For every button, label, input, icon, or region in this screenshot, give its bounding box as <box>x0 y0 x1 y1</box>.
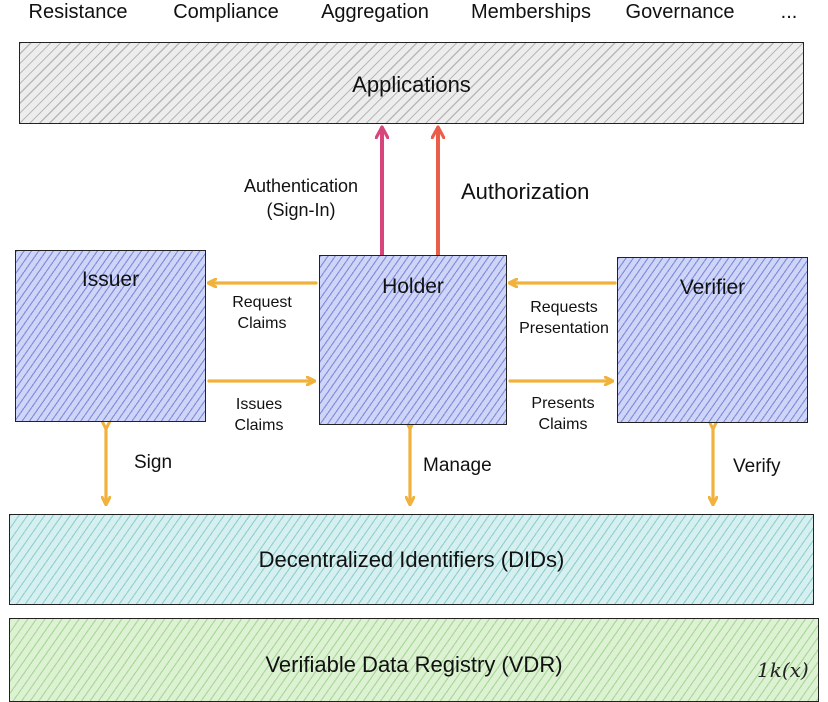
applications-title: Applications <box>352 72 471 97</box>
requests-presentation-label: Requests Presentation <box>509 297 619 339</box>
issuer-box: Issuer <box>15 250 206 422</box>
issues-claims-label: Issues Claims <box>209 394 309 436</box>
verifier-title: Verifier <box>679 276 746 299</box>
vdr-title: Verifiable Data Registry (VDR) <box>265 652 563 677</box>
top-label-memberships: Memberships <box>470 1 592 23</box>
manage-label: Manage <box>423 455 492 476</box>
applications-layer: Applications <box>19 42 804 124</box>
issues-claims-line2: Claims <box>234 417 284 434</box>
top-label-aggregation: Aggregation <box>321 1 429 23</box>
top-label-ellipsis: ... <box>780 1 798 23</box>
request-claims-line1: Request <box>232 294 292 311</box>
sign-in-text: (Sign-In) <box>266 200 336 220</box>
request-claims-label: Request Claims <box>212 292 312 334</box>
issuer-title: Issuer <box>81 268 140 291</box>
request-claims-line2: Claims <box>237 315 287 332</box>
dids-layer: Decentralized Identifiers (DIDs) <box>9 514 814 605</box>
requests-presentation-line1: Requests <box>530 299 598 316</box>
authorization-label: Authorization <box>461 179 590 204</box>
holder-title: Holder <box>382 275 444 298</box>
holder-box: Holder <box>319 255 507 425</box>
verify-label: Verify <box>733 456 781 477</box>
watermark-logo: 1k(x) <box>757 658 809 682</box>
presents-claims-label: Presents Claims <box>513 393 613 435</box>
sign-label: Sign <box>134 452 173 473</box>
presents-claims-line2: Claims <box>538 416 588 433</box>
top-label-governance: Governance <box>625 1 735 23</box>
authentication-label: Authentication (Sign-In) <box>226 174 376 222</box>
vdr-layer: Verifiable Data Registry (VDR) <box>9 618 819 702</box>
presents-claims-line1: Presents <box>531 395 595 412</box>
top-label-compliance: Compliance <box>173 1 279 23</box>
issues-claims-line1: Issues <box>235 396 283 413</box>
top-label-resistance: Resistance <box>28 1 128 23</box>
requests-presentation-line2: Presentation <box>519 320 609 337</box>
verifier-box: Verifier <box>617 257 808 423</box>
dids-title: Decentralized Identifiers (DIDs) <box>258 547 565 572</box>
authentication-text: Authentication <box>243 176 359 196</box>
